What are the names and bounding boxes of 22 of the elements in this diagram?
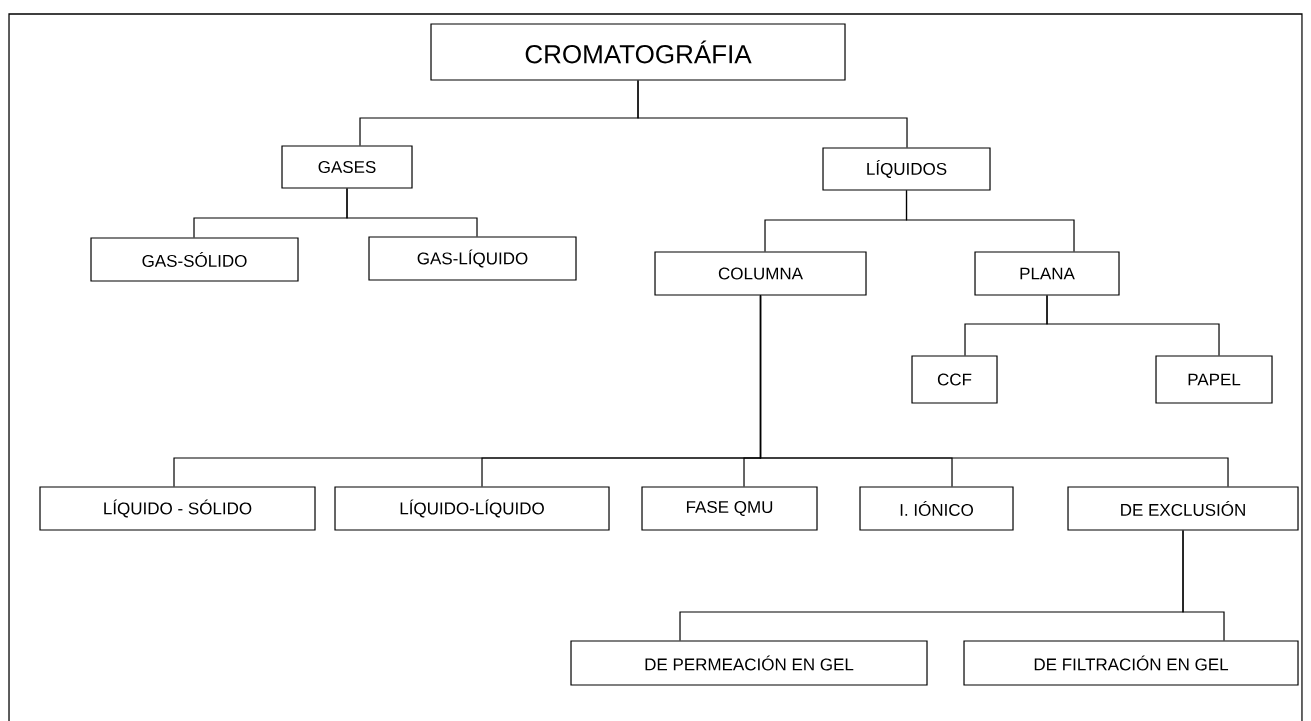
category-box: DE EXCLUSIÓN <box>1067 486 1299 531</box>
category-box: CCF <box>911 355 998 404</box>
category-box: LÍQUIDO-LÍQUIDO <box>334 486 610 531</box>
category-box: COLUMNA <box>654 251 867 296</box>
category-box: PLANA <box>974 251 1120 296</box>
connector-line <box>759 295 1229 487</box>
category-box: PAPEL <box>1155 355 1273 404</box>
category-box: DE FILTRACIÓN EN GEL <box>963 640 1299 686</box>
category-box: GAS-SÓLIDO <box>90 237 299 282</box>
category-box: GAS-LÍQUIDO <box>368 236 577 281</box>
connector-line <box>1046 295 1220 356</box>
connector-line <box>1182 530 1225 641</box>
category-box: I. IÓNICO <box>859 486 1014 531</box>
category-box: FASE QMU <box>641 486 818 531</box>
category-box: LÍQUIDOS <box>822 147 991 191</box>
connector-line <box>346 188 478 237</box>
connector-line <box>637 80 908 148</box>
category-box: DE PERMEACIÓN EN GEL <box>570 640 928 686</box>
category-box: GASES <box>281 145 413 189</box>
connector-line <box>905 190 1075 252</box>
title-box: CROMATOGRÁFIA <box>430 23 846 81</box>
category-box: LÍQUIDO - SÓLIDO <box>39 486 316 531</box>
